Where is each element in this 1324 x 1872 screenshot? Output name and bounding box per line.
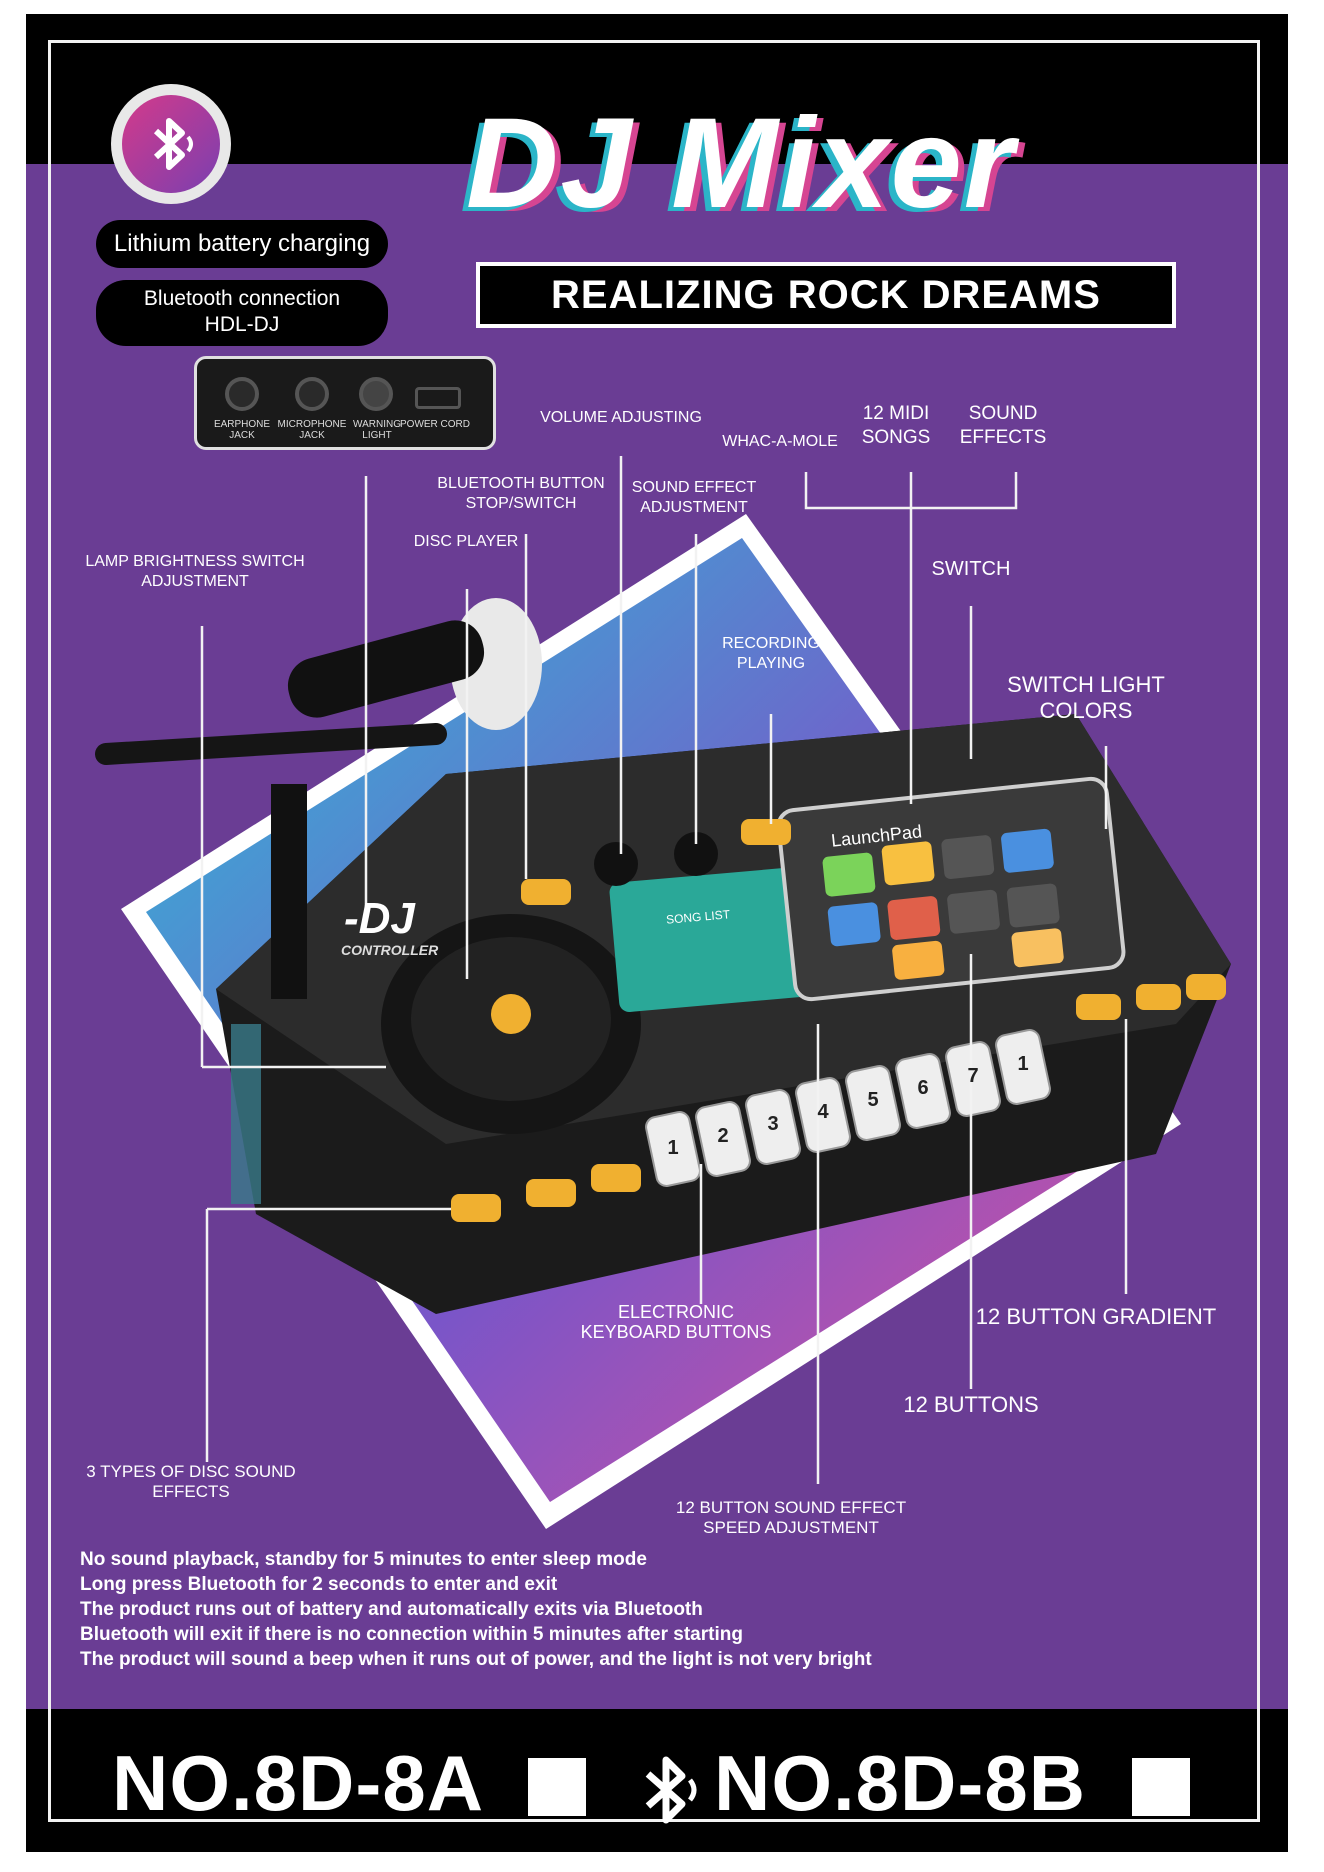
sound-fx-label: SOUND EFFECTS <box>959 403 1047 448</box>
lamp-label: LAMP BRIGHTNESS SWITCH ADJUSTMENT <box>85 553 305 590</box>
disc-types-label: 3 TYPES OF DISC SOUND EFFECTS <box>86 1462 296 1501</box>
microphone-jack-icon <box>295 377 329 411</box>
whac-label: WHAC-A-MOLE <box>722 433 838 450</box>
bluetooth-badge <box>111 84 231 204</box>
note-item: The product runs out of battery and auto… <box>80 1599 703 1620</box>
page-title: DJ Mixer <box>466 92 1016 235</box>
power-label: POWER CORD <box>400 419 470 430</box>
buttons12-label: 12 BUTTONS <box>903 1392 1039 1417</box>
song-list-screen <box>609 866 827 1012</box>
recording-label: RECORDING PLAYING <box>722 635 820 672</box>
device-illustration: 1 2 3 4 5 6 7 1 <box>95 456 1231 1529</box>
note-item: No sound playback, standby for 5 minutes… <box>80 1549 647 1570</box>
speed-label: 12 BUTTON SOUND EFFECT SPEED ADJUSTMENT <box>675 1498 907 1537</box>
effect-knob-icon <box>674 832 718 876</box>
power-cord-icon <box>415 387 461 409</box>
warning-label: WARNING LIGHT <box>353 419 401 441</box>
note-item: Long press Bluetooth for 2 seconds to en… <box>80 1574 558 1595</box>
microphone-label: MICROPHONE JACK <box>277 419 347 441</box>
model-b-square <box>1132 1758 1190 1816</box>
record-button-icon <box>741 819 791 845</box>
disc-label: DISC PLAYER <box>413 533 519 550</box>
switch-label: SWITCH <box>931 558 1011 580</box>
note-item: Bluetooth will exit if there is no conne… <box>80 1624 743 1645</box>
disc-effect-button-icon <box>451 1194 501 1222</box>
notes-list: No sound playback, standby for 5 minutes… <box>80 1547 872 1672</box>
earphone-label: EARPHONE JACK <box>213 419 271 441</box>
bluetooth-button-icon <box>521 879 571 905</box>
bluetooth-pill: Bluetooth connection HDL-DJ <box>96 280 388 346</box>
sound-adj-label: SOUND EFFECT ADJUSTMENT <box>631 479 757 516</box>
key-label: 5 <box>867 1089 878 1111</box>
switch-colors-label: SWITCH LIGHT COLORS <box>1007 672 1165 723</box>
bt-line2: HDL-DJ <box>204 313 280 336</box>
battery-pill: Lithium battery charging <box>96 220 388 268</box>
keyboard-keys <box>645 1029 1051 1187</box>
electronic-label: ELECTRONIC KEYBOARD BUTTONS <box>580 1302 772 1342</box>
key-label: 3 <box>767 1113 778 1135</box>
mic-stand <box>271 784 307 999</box>
key-label: 2 <box>717 1125 728 1147</box>
model-b: NO.8D-8B <box>714 1739 1087 1827</box>
warning-light-icon <box>359 377 393 411</box>
key-label: 6 <box>917 1077 928 1099</box>
white-frame <box>48 40 1260 1822</box>
bt-button-label: BLUETOOTH BUTTON STOP/SWITCH <box>437 475 605 512</box>
jack-panel: EARPHONE JACK MICROPHONE JACK WARNING LI… <box>194 356 496 450</box>
note-item: The product will sound a beep when it ru… <box>80 1649 872 1670</box>
key-label: 1 <box>1017 1053 1028 1075</box>
bt-line1: Bluetooth connection <box>143 287 341 310</box>
bluetooth-icon <box>645 1756 697 1824</box>
device-sub: CONTROLLER <box>341 942 439 958</box>
key-label: 4 <box>817 1101 829 1123</box>
device-brand: -DJ <box>344 894 415 943</box>
key-label: 1 <box>667 1137 678 1159</box>
earphone-jack-icon <box>225 377 259 411</box>
model-a: NO.8D-8A <box>112 1739 485 1827</box>
bluetooth-icon <box>153 118 193 170</box>
gradient-label: 12 BUTTON GRADIENT <box>975 1304 1217 1329</box>
subtitle-banner: REALIZING ROCK DREAMS <box>476 262 1176 328</box>
model-a-square <box>528 1758 586 1816</box>
poster: Lithium battery charging Bluetooth conne… <box>26 14 1288 1852</box>
volume-knob-icon <box>594 842 638 886</box>
volume-label: VOLUME ADJUSTING <box>540 409 702 426</box>
leader-lines <box>200 456 1128 1484</box>
key-label: 7 <box>967 1065 978 1087</box>
midi-label: 12 MIDI SONGS <box>861 403 931 448</box>
